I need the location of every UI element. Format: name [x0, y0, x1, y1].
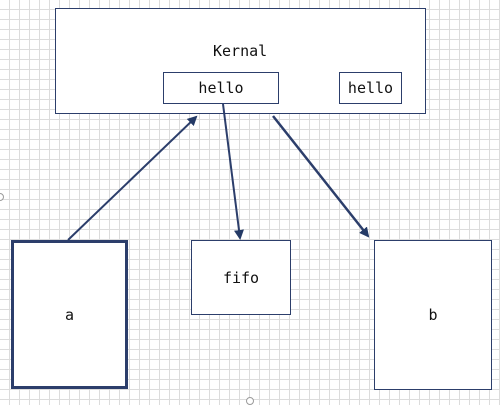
kernel-buffer-right-label: hello [347, 79, 394, 97]
kernel-buffer-left[interactable]: hello [163, 72, 279, 104]
process-b-box[interactable]: b [374, 240, 492, 390]
kernel-title: Kernal [213, 42, 268, 60]
arrow-a-to-kernel[interactable] [67, 115, 198, 241]
process-b-label: b [428, 306, 438, 324]
arrow-kernel-to-fifo[interactable] [222, 103, 244, 240]
fifo-box[interactable]: fifo [191, 240, 291, 315]
process-a-label: a [64, 305, 75, 324]
kernel-buffer-left-label: hello [198, 79, 244, 97]
fifo-label: fifo [222, 268, 260, 287]
kernel-box[interactable]: Kernal hello hello [55, 8, 426, 114]
arrow-kernel-to-b[interactable] [272, 115, 370, 238]
process-a-box[interactable]: a [11, 240, 128, 389]
bottom-edge-handle[interactable] [246, 397, 254, 405]
kernel-buffer-right[interactable]: hello [339, 72, 402, 104]
